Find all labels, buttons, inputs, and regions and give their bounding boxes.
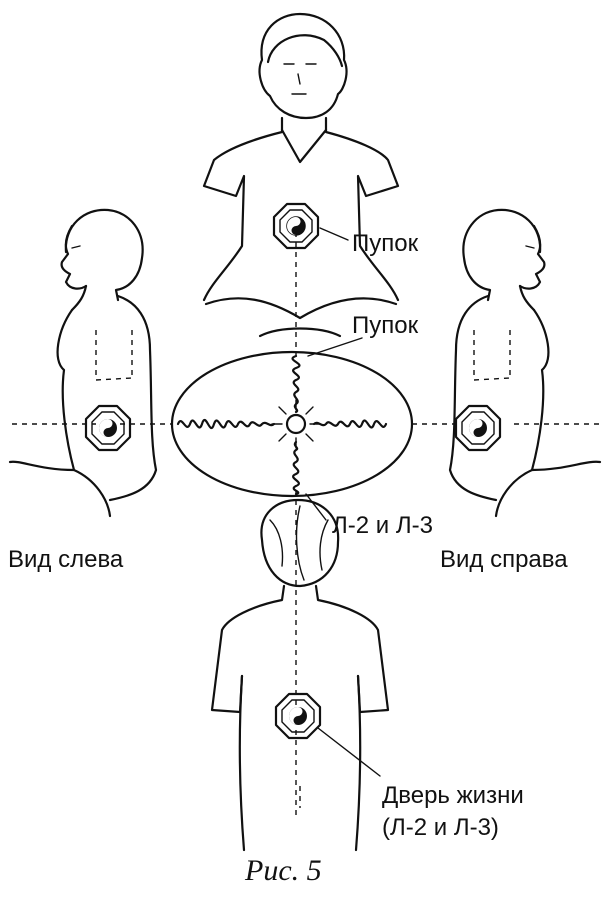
label-door-of-life-line1: Дверь жизни (382, 782, 524, 809)
front-figure (202, 12, 400, 338)
right-figure (448, 208, 602, 518)
back-figure (210, 498, 390, 852)
navel-burst-icon (271, 399, 321, 449)
label-left-view: Вид слева (8, 546, 124, 573)
label-door-of-life-line2: (Л-2 и Л-3) (382, 814, 499, 841)
navel-cross-section (12, 232, 600, 820)
figure-caption: Рис. 5 (245, 854, 322, 887)
left-figure (8, 208, 158, 518)
spiral-icon (176, 354, 388, 496)
label-right-view: Вид справа (440, 546, 568, 573)
leader-lines (305, 227, 381, 777)
bagua-icon (84, 202, 502, 740)
label-navel-center: Пупок (352, 312, 419, 339)
label-navel-top: Пупок (352, 230, 419, 257)
label-l2-l3: Л-2 и Л-3 (332, 512, 433, 539)
